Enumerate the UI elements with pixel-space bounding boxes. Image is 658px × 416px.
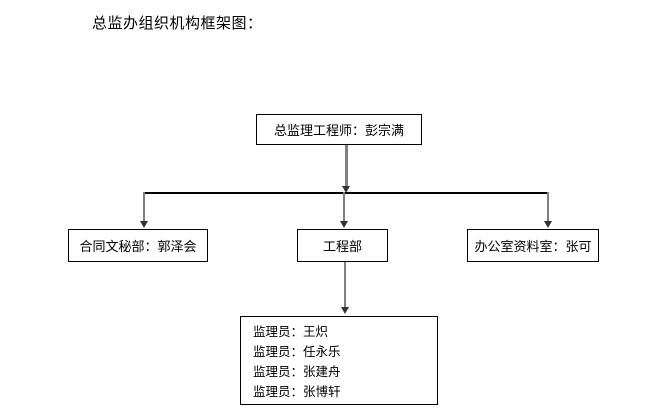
connector-root-stem [345,145,348,188]
node-engineering-dept: 工程部 [297,229,388,262]
node-office-archives-room: 办公室资料室：张可 [467,229,599,262]
node-supervisor-list: 监理员：王炽 监理员：任永乐 监理员：张建舟 监理员：张博轩 [240,316,438,405]
node-right-label: 办公室资料室：张可 [474,240,592,255]
node-contract-secretarial-dept: 合同文秘部：郭泽会 [68,229,208,262]
connector-drop-right [547,192,549,222]
node-left-label: 合同文秘部：郭泽会 [79,240,197,255]
page-title: 总监办组织机构框架图： [92,14,263,32]
node-mid-label: 工程部 [322,240,362,255]
connector-engineering-to-list [344,262,346,309]
connector-drop-middle [343,192,345,222]
connector-horizontal-bus [143,192,548,194]
connector-drop-left [143,192,145,222]
list-item: 监理员：王炽 [253,324,329,339]
node-chief-supervising-engineer: 总监理工程师：彭宗满 [256,114,422,145]
list-item: 监理员：张博轩 [253,384,341,399]
arrow-head-left [140,221,148,228]
node-root-label: 总监理工程师：彭宗满 [273,124,404,139]
arrow-head-list [341,307,349,314]
list-item: 监理员：任永乐 [253,344,341,359]
arrow-head-middle [340,221,348,228]
arrow-head-right [544,221,552,228]
arrow-head-root-stem [342,186,350,193]
list-item: 监理员：张建舟 [253,364,341,379]
